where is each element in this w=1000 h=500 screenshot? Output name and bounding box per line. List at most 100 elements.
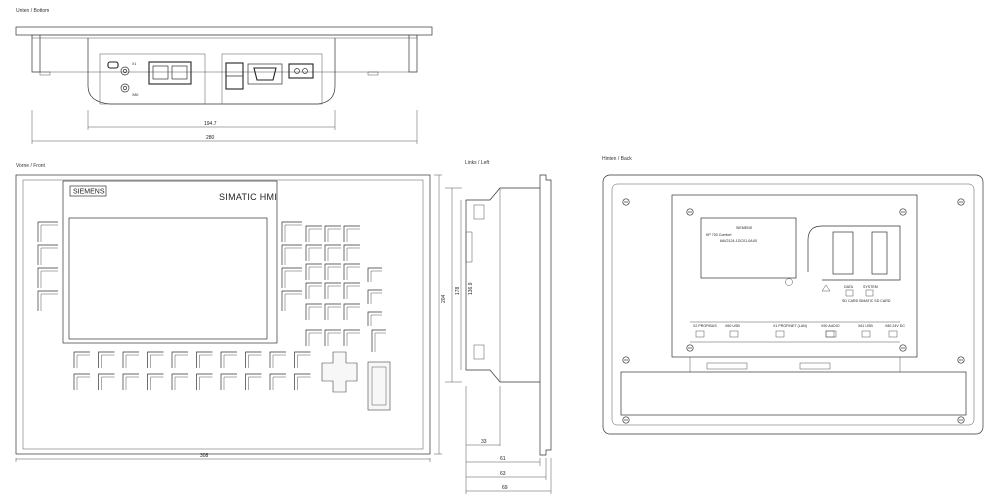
front-softkey-r1-c9[interactable]	[269, 351, 286, 368]
screw-icon	[957, 416, 965, 424]
back-port-label-2: X60 USB	[725, 324, 740, 328]
front-control-key-10[interactable]	[371, 329, 386, 352]
front-softkey-r1-c4[interactable]	[147, 351, 164, 368]
front-numpad-key-r4-c3[interactable]	[343, 282, 360, 299]
front-cursor-cross-key[interactable]	[321, 351, 358, 393]
front-softkey-r2-c7[interactable]	[220, 373, 237, 390]
screw-icon	[899, 208, 907, 216]
front-display-screen	[68, 217, 268, 340]
front-softkey-r1-c2[interactable]	[98, 351, 115, 368]
audio-port-icon	[825, 330, 835, 338]
dim-left-inner-height: 136.9	[468, 282, 474, 295]
front-softkey-r2-c9[interactable]	[269, 373, 286, 390]
front-control-key-6[interactable]	[343, 303, 360, 320]
dim-left-d1: 33	[481, 439, 487, 445]
back-lower-cover	[620, 371, 967, 416]
front-numpad-key-r4-c2[interactable]	[324, 282, 341, 299]
screw-icon	[686, 344, 694, 352]
back-system-icon	[865, 289, 874, 297]
front-control-key-3[interactable]	[367, 311, 382, 326]
front-softkey-r1-c1[interactable]	[73, 351, 90, 368]
back-label-sd-card: SD CARD	[842, 299, 859, 303]
front-numpad-key-r1-c3[interactable]	[343, 225, 360, 242]
back-port-label-5: X61 USB	[858, 324, 873, 328]
front-numpad-key-r3-c1[interactable]	[305, 263, 322, 280]
front-control-key-4[interactable]	[305, 303, 322, 320]
front-softkey-r2-c8[interactable]	[245, 373, 262, 390]
front-outer-frame	[15, 174, 431, 455]
front-numpad-key-r2-c1[interactable]	[305, 244, 322, 261]
front-softkey-r1-c7[interactable]	[220, 351, 237, 368]
front-numpad-key-r2-c2[interactable]	[324, 244, 341, 261]
front-view: SIEMENS SIMATIC HMI 308 204	[15, 174, 447, 462]
bottom-rj45-port-1	[152, 65, 169, 80]
dim-left-d4: 69	[502, 485, 508, 491]
front-softkey-r2-c2[interactable]	[98, 373, 115, 390]
back-bottom-slot-2	[799, 362, 831, 370]
left-side-slot	[465, 231, 473, 263]
back-siemens-logo: SIEMENS	[736, 226, 753, 230]
front-function-key-right-1[interactable]	[281, 221, 302, 242]
front-function-key-left-2[interactable]	[37, 244, 58, 265]
front-control-key-5[interactable]	[324, 303, 341, 320]
bottom-mini-usb-port	[107, 61, 119, 69]
back-order-number: 6AV2124-1GC01-0AX0	[720, 239, 757, 243]
front-numpad-key-r3-c2[interactable]	[324, 263, 341, 280]
back-rating-plate	[700, 217, 797, 279]
back-housing	[671, 194, 918, 358]
front-softkey-r2-c4[interactable]	[147, 373, 164, 390]
back-port-label-6: X80 24V DC	[885, 324, 905, 328]
back-label-system: SYSTEM	[863, 285, 878, 289]
front-softkey-r2-c1[interactable]	[73, 373, 90, 390]
front-softkey-r2-c5[interactable]	[171, 373, 188, 390]
bottom-foot-left	[39, 71, 51, 76]
front-softkey-r1-c5[interactable]	[171, 351, 188, 368]
front-function-key-left-1[interactable]	[37, 221, 58, 242]
front-softkey-r1-c8[interactable]	[245, 351, 262, 368]
front-siemens-logo-box	[69, 185, 107, 197]
front-softkey-r1-c6[interactable]	[196, 351, 213, 368]
front-display-bezel	[62, 180, 278, 344]
bottom-rj45-port-2	[171, 65, 188, 80]
bottom-power-connector	[288, 63, 314, 79]
bottom-audio-jack-1	[120, 66, 130, 76]
front-siemens-logo: SIEMENS	[73, 189, 105, 196]
bottom-port-label-x1: X1	[132, 62, 136, 66]
front-control-key-7[interactable]	[305, 329, 322, 346]
view-label-front: Vorne / Front	[16, 163, 46, 169]
front-numpad-key-r1-c1[interactable]	[305, 225, 322, 242]
front-control-key-8[interactable]	[324, 329, 341, 346]
front-softkey-r2-c6[interactable]	[196, 373, 213, 390]
front-function-key-right-2[interactable]	[281, 244, 302, 265]
back-sd-card-cover	[807, 225, 901, 281]
front-softkey-r1-c10[interactable]	[294, 351, 311, 368]
back-seal-frame	[611, 183, 975, 426]
front-softkey-r1-c3[interactable]	[122, 351, 139, 368]
front-function-key-left-3[interactable]	[37, 267, 58, 288]
front-control-key-2[interactable]	[367, 289, 382, 304]
front-function-key-right-4[interactable]	[281, 290, 302, 311]
bottom-interface-area-right	[221, 53, 323, 105]
back-model-name: KP 700 Comfort	[706, 233, 732, 237]
front-control-key-1[interactable]	[367, 267, 382, 282]
front-function-key-right-3[interactable]	[281, 267, 302, 288]
bottom-front-bezel	[15, 26, 433, 36]
front-control-key-9[interactable]	[343, 329, 360, 346]
front-softkey-r2-c10[interactable]	[294, 373, 311, 390]
bottom-audio-jack-1-inner	[123, 69, 127, 73]
front-numpad-key-r4-c1[interactable]	[305, 282, 322, 299]
bottom-view: X1 X80 194.7 280	[15, 26, 433, 144]
front-numpad-key-r3-c3[interactable]	[343, 263, 360, 280]
front-numpad-key-r2-c3[interactable]	[343, 244, 360, 261]
dim-bottom-inner: 194.7	[204, 121, 217, 127]
front-numpad-key-r1-c2[interactable]	[324, 225, 341, 242]
front-enter-key[interactable]	[367, 361, 391, 411]
bottom-db9-connector	[253, 67, 277, 81]
back-port-icon-group	[695, 330, 898, 338]
dim-bottom-total: 280	[206, 135, 215, 141]
dim-front-width: 308	[200, 453, 209, 459]
front-softkey-r2-c3[interactable]	[122, 373, 139, 390]
front-function-key-left-4[interactable]	[37, 290, 58, 311]
view-label-back: Hinten / Back	[602, 156, 632, 162]
